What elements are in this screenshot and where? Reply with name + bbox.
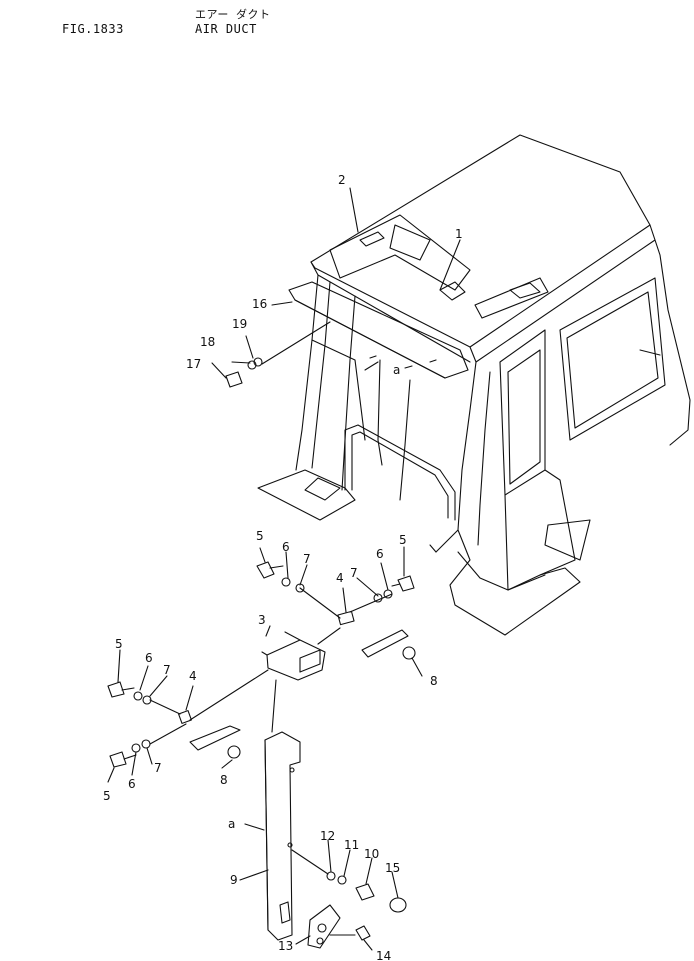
bolt-14 — [355, 925, 371, 941]
callout-2: 2 — [338, 173, 346, 187]
callout-12: 12 — [320, 829, 335, 843]
duct-assembly — [107, 187, 461, 951]
callout-7: 7 — [163, 663, 171, 677]
cab-side-window — [499, 329, 546, 496]
callout-6: 6 — [128, 777, 136, 791]
bolt-17 — [225, 371, 243, 388]
mount-plate-right — [361, 629, 409, 658]
callout-6: 6 — [376, 547, 384, 561]
callout-5: 5 — [256, 529, 264, 543]
bolt-lower-left-b — [109, 751, 137, 768]
callout-11: 11 — [344, 838, 359, 852]
callout-7: 7 — [350, 566, 358, 580]
cab-floor — [257, 469, 356, 521]
bracket-left — [178, 710, 192, 724]
callout-16: 16 — [252, 297, 267, 311]
callout-7: 7 — [303, 552, 311, 566]
callout-6: 6 — [282, 540, 290, 554]
part-callouts: 1 2 3 4 4 5 5 5 5 6 6 6 6 7 7 7 7 8 8 9 … — [103, 173, 463, 961]
washer-11 — [337, 875, 347, 885]
vertical-air-duct — [264, 731, 301, 941]
view-marker-a: a — [228, 817, 235, 831]
callout-5: 5 — [115, 637, 123, 651]
callout-5: 5 — [399, 533, 407, 547]
view-marker-a: a — [393, 363, 400, 377]
cab-handrail — [344, 424, 456, 521]
callout-8: 8 — [430, 674, 438, 688]
nut-left — [227, 745, 241, 759]
bolt-upper-right — [391, 575, 415, 592]
mount-plate-left — [189, 725, 241, 751]
callout-8: 8 — [220, 773, 228, 787]
callout-3: 3 — [258, 613, 266, 627]
callout-6: 6 — [145, 651, 153, 665]
callout-14: 14 — [376, 949, 391, 961]
washer-12 — [326, 871, 336, 881]
cap-15 — [389, 897, 407, 913]
washer-18 — [247, 360, 257, 370]
figure-number: FIG.1833 — [62, 22, 124, 36]
callout-7: 7 — [154, 761, 162, 775]
title-english: AIR DUCT — [195, 22, 257, 36]
bolt-upper-left — [256, 561, 284, 579]
callout-10: 10 — [364, 847, 379, 861]
washer-19 — [253, 357, 263, 367]
nut-right — [402, 646, 416, 660]
callout-17: 17 — [186, 357, 201, 371]
cab-front-pillar — [295, 274, 319, 471]
callout-15: 15 — [385, 861, 400, 875]
cab-assembly — [257, 134, 691, 636]
bracket-right — [337, 610, 355, 626]
bolt-lower-left-a — [107, 681, 135, 698]
clamp-13 — [307, 904, 341, 949]
callout-18: 18 — [200, 335, 215, 349]
callout-1: 1 — [455, 227, 463, 241]
callout-5: 5 — [103, 789, 111, 803]
title-japanese: エアー ダクト — [195, 8, 271, 21]
bolt-10 — [355, 883, 375, 901]
callout-9: 9 — [230, 873, 238, 887]
duct-connector — [266, 639, 326, 681]
roof-duct-panel — [329, 214, 471, 291]
callout-19: 19 — [232, 317, 247, 331]
callout-4: 4 — [189, 669, 197, 683]
callout-13: 13 — [278, 939, 293, 953]
callout-4: 4 — [336, 571, 344, 585]
